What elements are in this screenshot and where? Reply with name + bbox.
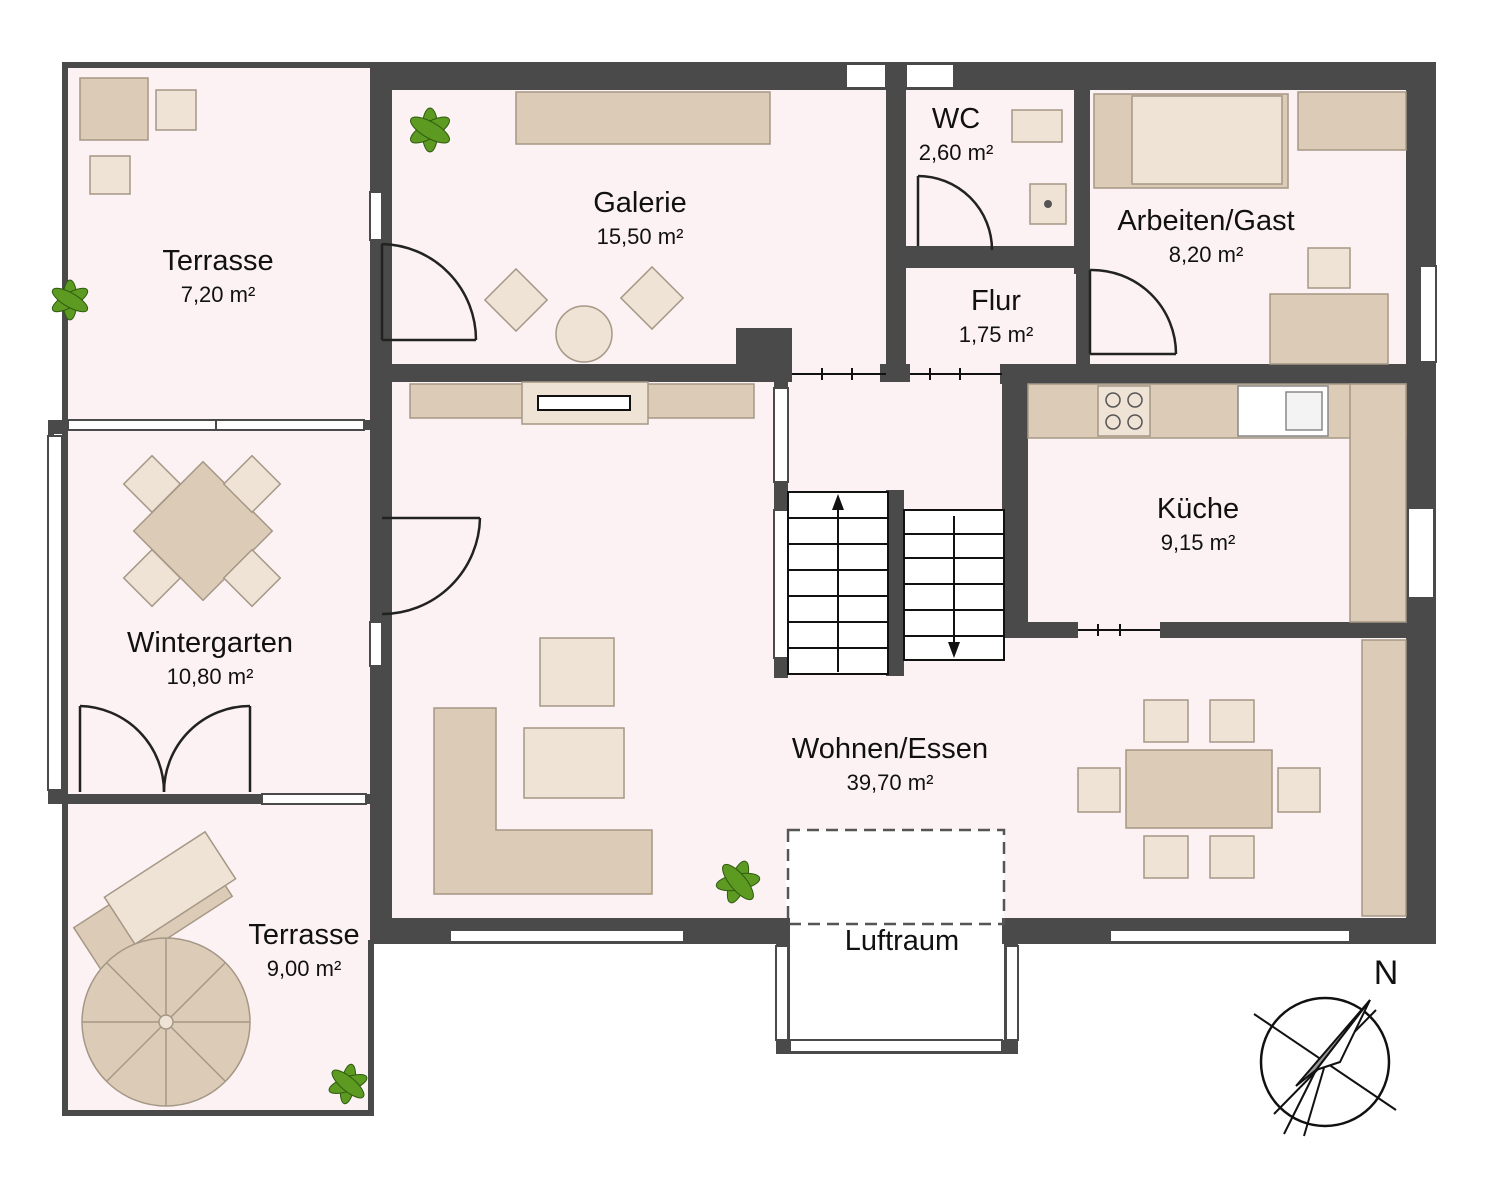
sliding-doors [792, 368, 1160, 636]
room-name-terrasse-south: Terrasse [248, 919, 359, 951]
doors [78, 174, 1178, 793]
room-name-terrasse-north: Terrasse [162, 245, 273, 277]
room-name-wintergarten: Wintergarten [127, 627, 293, 659]
room-labels: Terrasse 7,20 m² Galerie 15,50 m² WC 2,6… [127, 103, 1295, 981]
room-name-luftraum: Luftraum [845, 925, 959, 957]
plant-icon [51, 107, 761, 1105]
room-area-galerie: 15,50 m² [597, 224, 684, 249]
room-area-wohnen: 39,70 m² [847, 770, 934, 795]
room-area-flur: 1,75 m² [959, 322, 1034, 347]
room-name-galerie: Galerie [593, 187, 687, 219]
room-name-wc: WC [932, 103, 980, 135]
room-area-terrasse-south: 9,00 m² [267, 956, 342, 981]
room-area-wintergarten: 10,80 m² [167, 664, 254, 689]
room-area-kueche: 9,15 m² [1161, 530, 1236, 555]
staircase [787, 491, 1005, 675]
luftraum-outline [786, 828, 1006, 926]
furniture [72, 77, 1407, 1107]
room-area-terrasse-north: 7,20 m² [181, 282, 256, 307]
room-name-kueche: Küche [1157, 493, 1239, 525]
room-name-arbeiten: Arbeiten/Gast [1117, 205, 1294, 237]
compass-north-label: N [1374, 954, 1399, 992]
room-area-wc: 2,60 m² [919, 140, 994, 165]
room-name-flur: Flur [971, 285, 1021, 317]
room-name-wohnen: Wohnen/Essen [792, 733, 988, 765]
compass-icon: N [1253, 954, 1399, 1137]
room-area-arbeiten: 8,20 m² [1169, 242, 1244, 267]
